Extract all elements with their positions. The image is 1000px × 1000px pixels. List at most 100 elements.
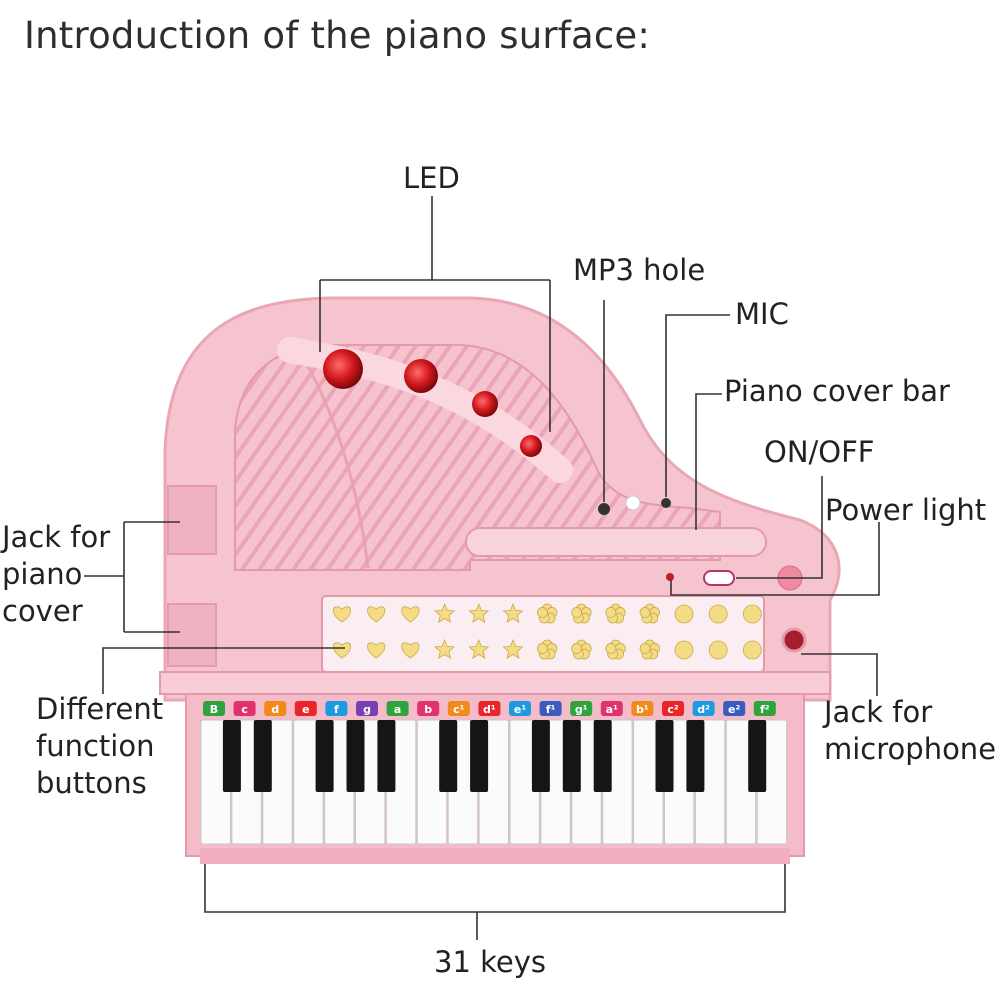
note-label: B: [210, 703, 218, 716]
function-button-top-11[interactable]: [674, 604, 694, 624]
label-jack-piano-cover: Jack for piano cover: [2, 519, 110, 630]
note-label-tag: [325, 701, 348, 716]
function-button-top-1[interactable]: [332, 606, 352, 623]
note-label-tag: [600, 701, 623, 716]
leader-jack-piano-cover: [84, 521, 180, 633]
piano-cover-jack-top: [167, 485, 217, 555]
piano-cover-jack-bottom: [167, 603, 217, 667]
note-label: f: [334, 703, 339, 716]
function-button-top-12[interactable]: [708, 604, 728, 624]
leader-jack-microphone: [801, 653, 878, 696]
leader-led: [319, 196, 551, 432]
note-label-tag: [386, 701, 409, 716]
black-key[interactable]: [531, 720, 550, 792]
function-button-bottom-12[interactable]: [708, 640, 728, 660]
note-label-tag: [753, 701, 776, 716]
function-button-bottom-9[interactable]: [605, 639, 626, 660]
black-key[interactable]: [593, 720, 612, 792]
note-label: a: [394, 703, 401, 716]
note-label-tag: [723, 701, 746, 716]
function-button-top-7[interactable]: [537, 603, 558, 624]
label-mic: MIC: [735, 297, 789, 331]
function-button-bottom-3[interactable]: [401, 642, 420, 659]
led-1: [323, 349, 363, 389]
piano-cover-bar: [465, 527, 767, 557]
function-button-bottom-8[interactable]: [571, 639, 592, 660]
black-key[interactable]: [439, 720, 458, 792]
note-label: e²: [728, 703, 740, 716]
function-button-top-9[interactable]: [605, 603, 626, 624]
on-off-switch[interactable]: [703, 570, 735, 586]
keyboard: [200, 719, 788, 845]
leader-power-light: [670, 522, 880, 596]
note-label: g¹: [575, 703, 588, 716]
label-function-buttons-line-1: Different: [36, 692, 164, 726]
function-button-bottom-6[interactable]: [502, 638, 524, 659]
note-label: d: [271, 703, 279, 716]
black-key[interactable]: [315, 720, 334, 792]
label-function-buttons: Different function buttons: [36, 691, 163, 802]
black-key[interactable]: [253, 720, 272, 792]
led-4: [520, 435, 542, 457]
function-button-top-4[interactable]: [434, 602, 456, 623]
note-label-tag: [570, 701, 593, 716]
label-31-keys: 31 keys: [434, 945, 546, 979]
note-label: d²: [697, 703, 710, 716]
function-button-bottom-11[interactable]: [674, 640, 694, 660]
black-key[interactable]: [377, 720, 396, 792]
function-button-top-2[interactable]: [367, 606, 386, 623]
leader-mic: [665, 314, 730, 497]
status-light: [625, 495, 641, 511]
function-button-top-5[interactable]: [468, 602, 490, 623]
note-label: b¹: [636, 703, 649, 716]
black-key[interactable]: [562, 720, 581, 792]
function-button-bottom-2[interactable]: [367, 642, 386, 659]
function-button-top-13[interactable]: [743, 604, 762, 624]
leader-lines: [84, 196, 880, 940]
note-label: e: [302, 703, 309, 716]
mp3-hole[interactable]: [598, 503, 610, 515]
function-button-top-10[interactable]: [639, 603, 660, 624]
black-key[interactable]: [686, 720, 705, 792]
note-label-tag: [233, 701, 256, 716]
leader-function-buttons: [102, 647, 345, 694]
function-button-bottom-5[interactable]: [468, 638, 490, 659]
label-led: LED: [403, 161, 460, 195]
label-jack-microphone-line-2: microphone: [824, 732, 997, 766]
note-label-tag: [417, 701, 440, 716]
leader-on-off: [736, 476, 823, 579]
led-group: [323, 349, 542, 457]
function-button-top-3[interactable]: [401, 606, 420, 623]
leader-cover-bar: [695, 393, 722, 530]
note-label: a¹: [606, 703, 618, 716]
function-button-bottom-10[interactable]: [639, 639, 660, 660]
black-key[interactable]: [655, 720, 674, 792]
note-label-tag: [294, 701, 317, 716]
microphone-jack[interactable]: [781, 627, 807, 653]
note-label-tag: [478, 701, 501, 716]
function-button-bottom-7[interactable]: [537, 639, 558, 660]
note-label: d¹: [483, 703, 496, 716]
label-function-buttons-line-3: buttons: [36, 766, 147, 800]
black-key[interactable]: [346, 720, 365, 792]
label-function-buttons-line-2: function: [36, 729, 155, 763]
label-jack-microphone-line-1: Jack for: [824, 695, 933, 729]
note-label: e¹: [514, 703, 526, 716]
label-jack-piano-cover-line-2: piano: [2, 557, 83, 591]
note-label-tag: [356, 701, 378, 716]
function-button-top-8[interactable]: [571, 603, 592, 624]
black-key[interactable]: [470, 720, 489, 792]
function-button-bottom-4[interactable]: [434, 638, 456, 659]
function-button-bottom-13[interactable]: [743, 640, 762, 660]
black-key[interactable]: [222, 720, 241, 792]
note-label-tag: [692, 701, 715, 716]
black-key[interactable]: [748, 720, 767, 792]
function-button-top-6[interactable]: [502, 602, 524, 623]
label-piano-cover-bar: Piano cover bar: [724, 374, 950, 408]
label-jack-microphone: Jack for microphone: [824, 694, 996, 768]
label-jack-piano-cover-line-1: Jack for: [2, 520, 111, 554]
label-mp3-hole: MP3 hole: [573, 253, 706, 287]
note-label: f¹: [546, 703, 556, 716]
function-button-bottom-1[interactable]: [332, 642, 352, 659]
